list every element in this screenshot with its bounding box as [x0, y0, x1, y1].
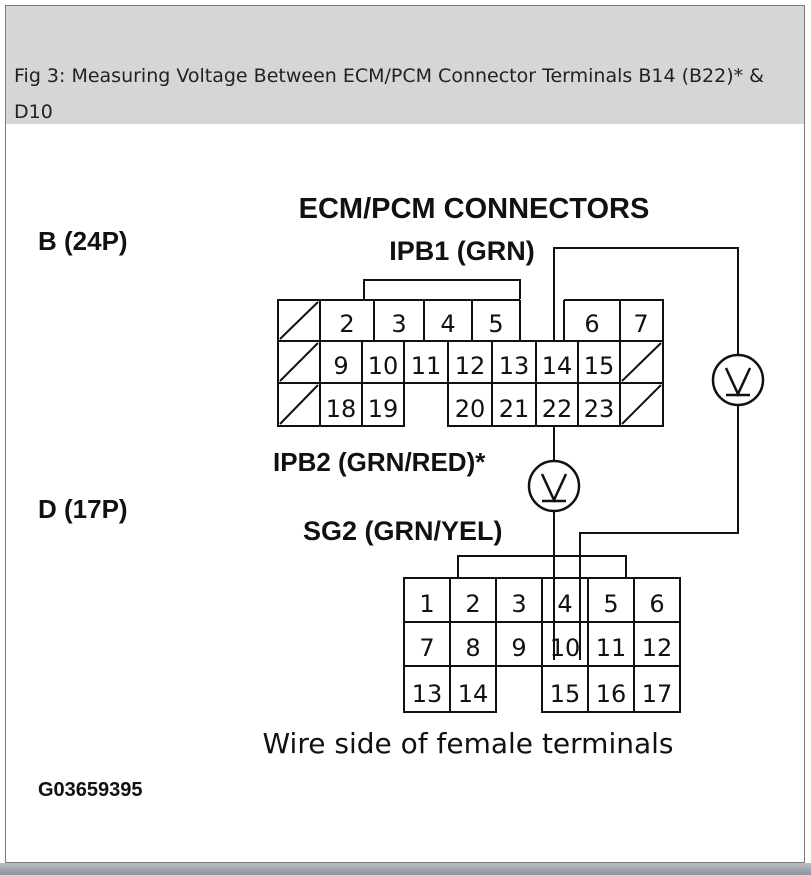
connector-b-numbers: 2 3 4 5 6 7 9 10 11 12 13 14 15 18 19 20… — [326, 310, 649, 423]
pin-d15: 15 — [550, 680, 581, 708]
pin-b14: 14 — [542, 352, 573, 380]
connector-b-lock-tab — [363, 279, 521, 300]
pin-b22: 22 — [542, 395, 573, 423]
pin-b3: 3 — [391, 310, 406, 338]
pin-d5: 5 — [603, 590, 618, 618]
ipb2-label: IPB2 (GRN/RED)* — [273, 447, 486, 477]
pin-b9: 9 — [333, 352, 348, 380]
figure-caption: Fig 3: Measuring Voltage Between ECM/PCM… — [14, 65, 764, 123]
connector-d-lock-tab — [457, 555, 627, 578]
pin-d17: 17 — [642, 680, 673, 708]
diagram-title: ECM/PCM CONNECTORS — [299, 193, 650, 225]
pin-d3: 3 — [511, 590, 526, 618]
connector-d-numbers: 1 2 3 4 5 6 7 8 9 10 11 12 13 14 15 16 1… — [412, 590, 673, 708]
pin-b5: 5 — [488, 310, 503, 338]
pin-b11: 11 — [411, 352, 442, 380]
connector-d — [403, 577, 681, 713]
pin-b20: 20 — [455, 395, 486, 423]
test-leads — [553, 247, 739, 660]
lead-meter1-to-d10 — [579, 405, 739, 660]
pin-b4: 4 — [440, 310, 455, 338]
pin-d16: 16 — [596, 680, 627, 708]
pin-b18: 18 — [326, 395, 357, 423]
pin-b19: 19 — [368, 395, 399, 423]
pin-b6: 6 — [584, 310, 599, 338]
connector-d-label: D (17P) — [38, 494, 128, 524]
pin-b10: 10 — [368, 352, 399, 380]
voltmeter-1 — [711, 353, 765, 407]
pin-d6: 6 — [649, 590, 664, 618]
pin-b21: 21 — [499, 395, 530, 423]
pin-d13: 13 — [412, 680, 443, 708]
footer-text: Wire side of female terminals — [262, 727, 673, 760]
figure-id: G03659395 — [38, 779, 143, 801]
pin-d11: 11 — [596, 634, 627, 662]
pin-b7: 7 — [633, 310, 648, 338]
pin-d1: 1 — [419, 590, 434, 618]
pin-b2: 2 — [339, 310, 354, 338]
pin-b23: 23 — [584, 395, 615, 423]
pin-b12: 12 — [455, 352, 486, 380]
connector-b — [277, 299, 664, 427]
pin-d8: 8 — [465, 634, 480, 662]
pin-d9: 9 — [511, 634, 526, 662]
pin-d2: 2 — [465, 590, 480, 618]
pin-b13: 13 — [499, 352, 530, 380]
caption-bar: Fig 3: Measuring Voltage Between ECM/PCM… — [6, 6, 804, 124]
bottom-scroll-edge — [0, 863, 811, 875]
pin-b15: 15 — [584, 352, 615, 380]
ipb1-label: IPB1 (GRN) — [389, 236, 535, 266]
pin-d14: 14 — [458, 680, 489, 708]
connector-b-empty-slot — [405, 384, 447, 428]
connector-d-empty-slot — [497, 667, 541, 714]
pin-d12: 12 — [642, 634, 673, 662]
pin-d4: 4 — [557, 590, 572, 618]
voltmeter-2 — [527, 459, 581, 513]
pin-d7: 7 — [419, 634, 434, 662]
connector-b-label: B (24P) — [38, 226, 128, 256]
sg2-label: SG2 (GRN/YEL) — [303, 516, 503, 546]
lead-b14-to-meter1 — [553, 247, 739, 355]
figure-frame: Fig 3: Measuring Voltage Between ECM/PCM… — [5, 5, 805, 863]
